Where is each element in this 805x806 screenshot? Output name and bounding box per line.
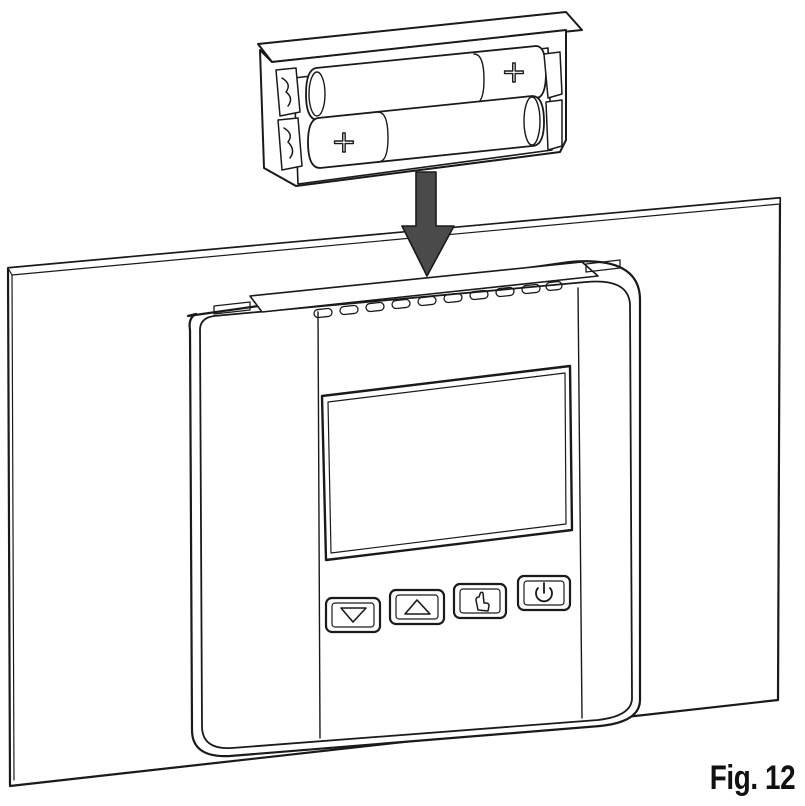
control-buttons [324, 574, 572, 634]
figure-caption: Fig. 12 [709, 759, 796, 797]
power-button[interactable] [516, 574, 572, 612]
battery-contacts [275, 51, 563, 171]
down-triangle-icon [340, 607, 367, 623]
hand-pointer-icon [475, 591, 490, 612]
vent-slots [313, 280, 563, 319]
up-button[interactable] [388, 588, 446, 626]
power-icon [535, 582, 553, 603]
battery-holder: + + [257, 11, 583, 187]
battery-slot [249, 261, 599, 313]
battery-polarity-mark-bottom: + [331, 125, 356, 160]
up-triangle-icon [404, 599, 431, 615]
hand-button[interactable] [452, 582, 508, 620]
insert-arrow [401, 171, 455, 277]
display-screen [320, 364, 574, 562]
battery-polarity-mark: + [501, 55, 526, 90]
battery-bottom: + [307, 95, 545, 169]
down-button[interactable] [324, 596, 382, 634]
